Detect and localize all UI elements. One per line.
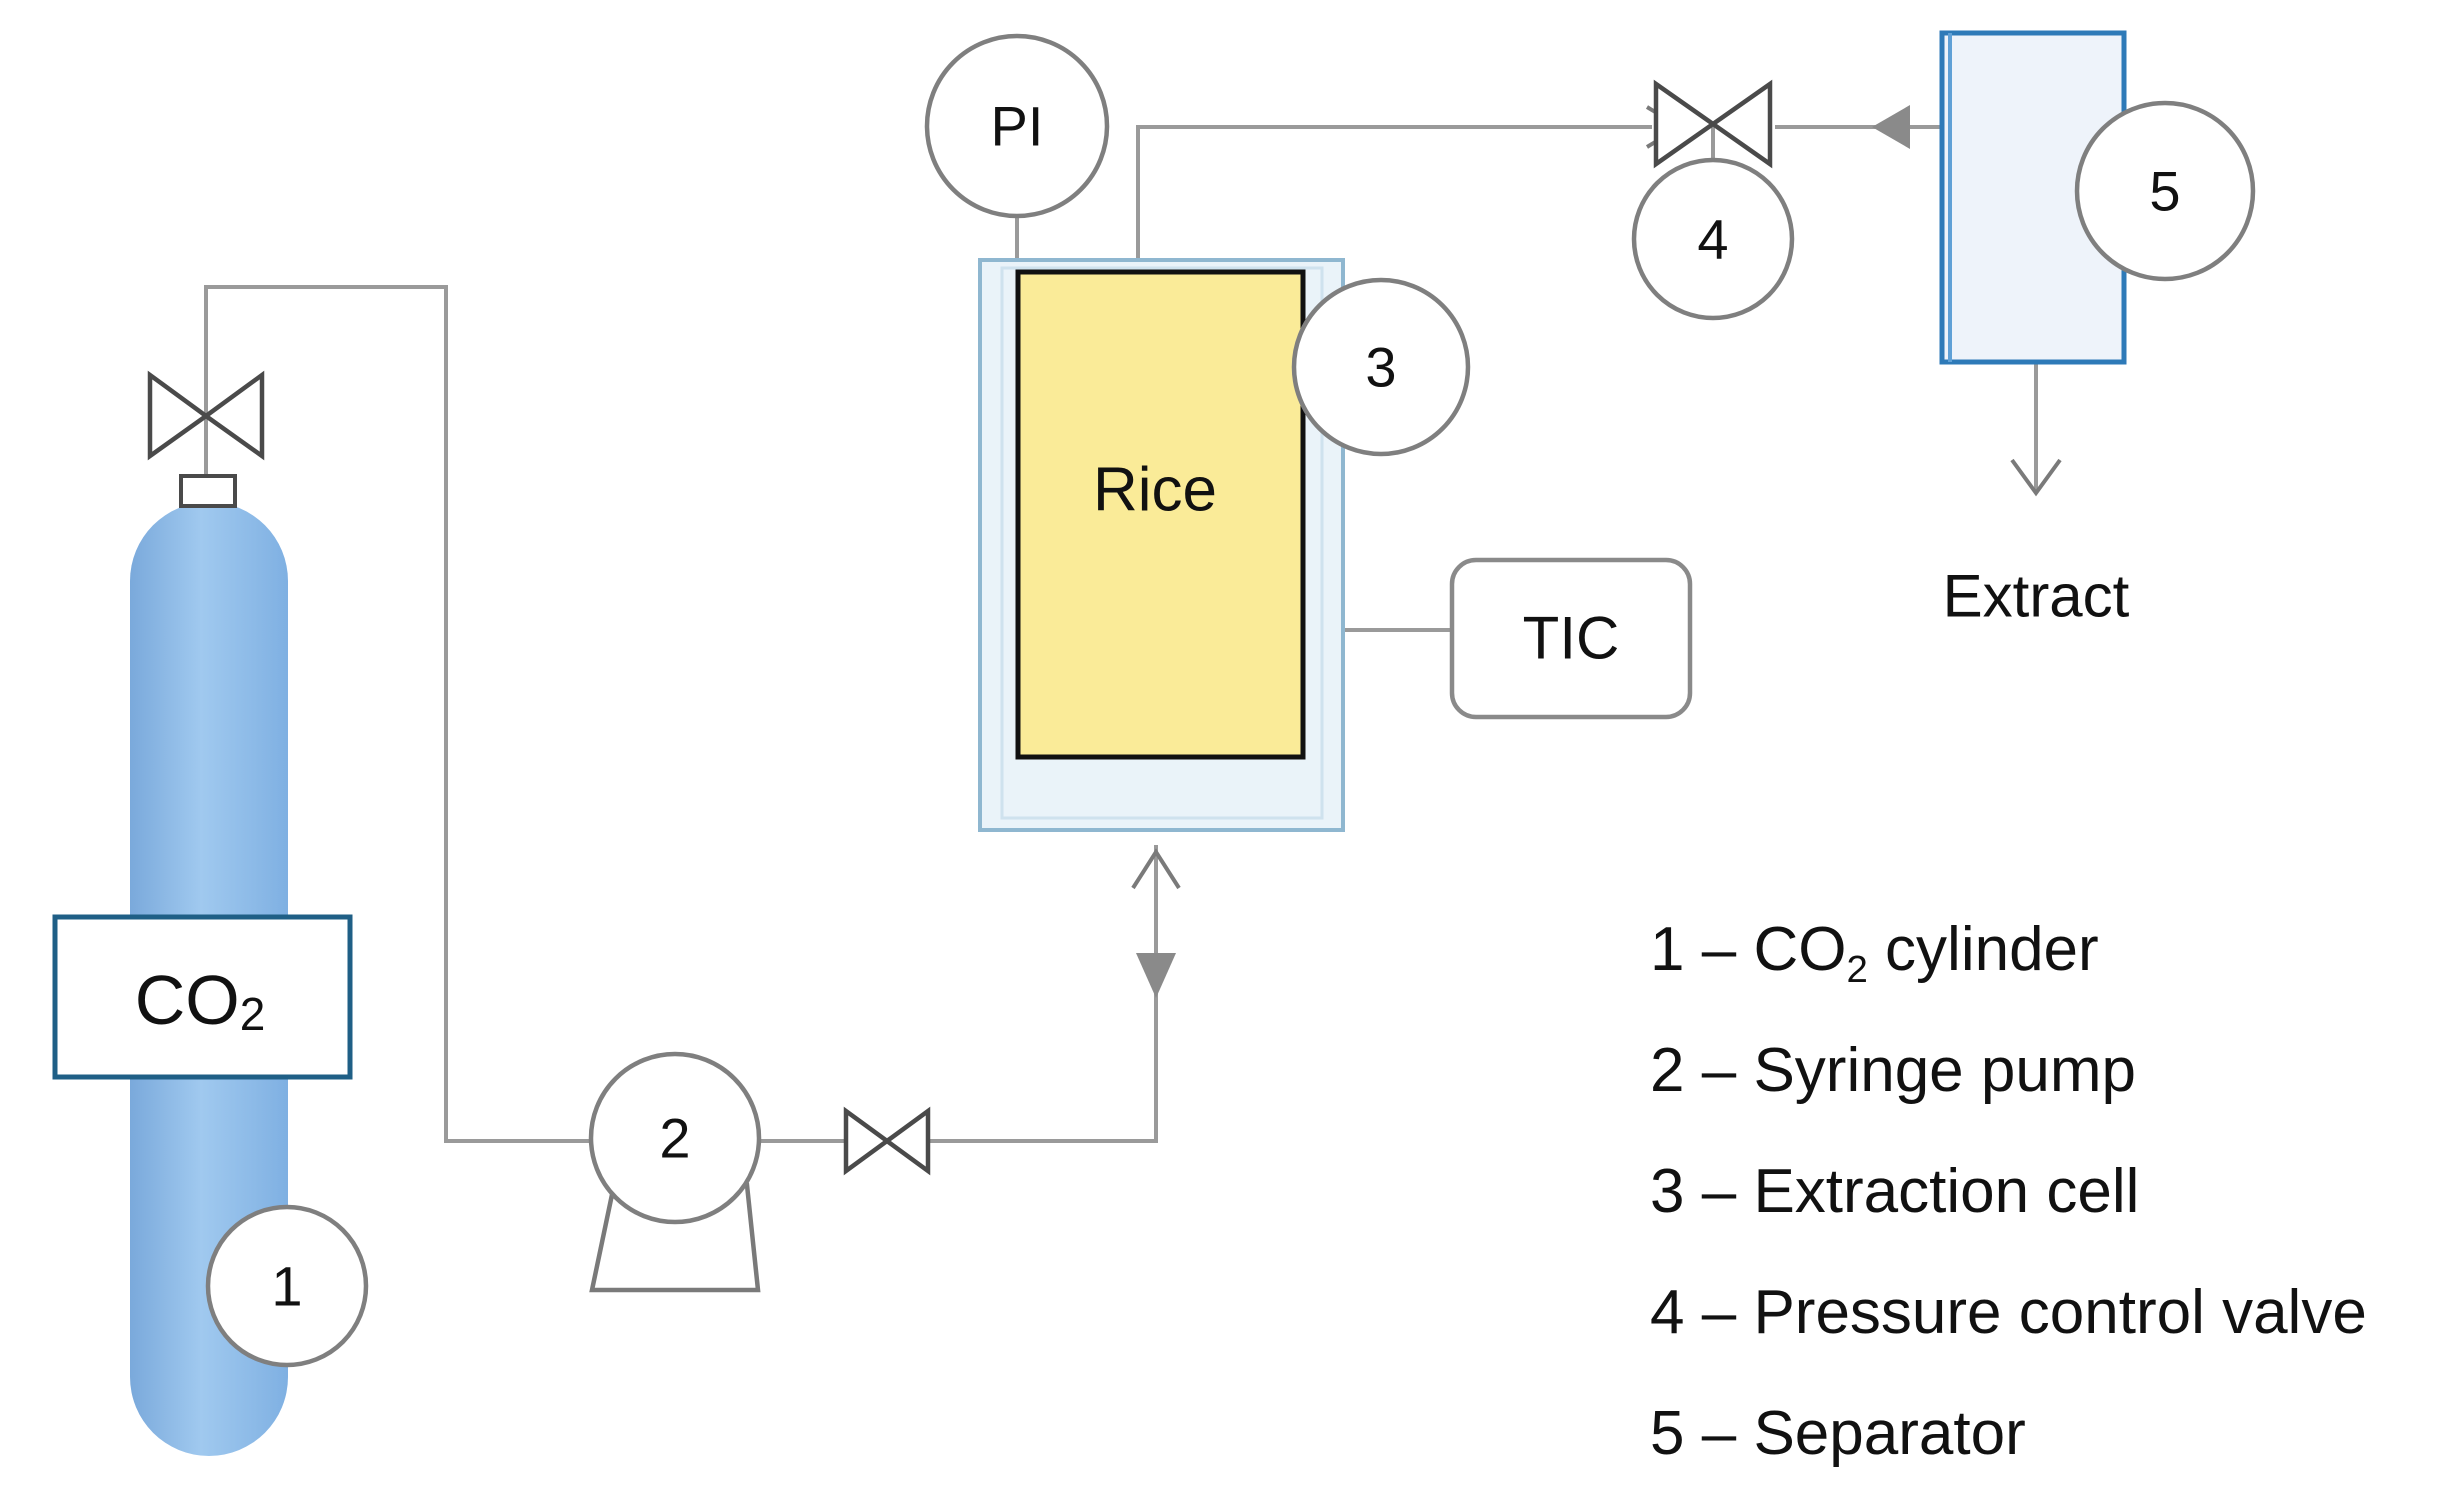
cylinder-label: CO2 (135, 961, 266, 1040)
extract-label: Extract (1943, 563, 2130, 630)
pump-tag-circle (588, 1051, 762, 1225)
syringe-pump[interactable]: 2 (588, 1051, 762, 1293)
rice-label: Rice (1093, 456, 1217, 525)
legend-text: Pressure control valve (1753, 1278, 2367, 1347)
cylinder-tag-circle (205, 1204, 369, 1368)
separator-tag: 5 (2149, 160, 2180, 223)
pressure-indicator-label: PI (991, 95, 1044, 158)
cell-jacket-inner (1000, 266, 1324, 820)
legend-dash: – (1701, 1399, 1737, 1468)
pipe-pump-to-cell (760, 845, 1158, 1143)
legend-text: CO (1753, 915, 1847, 984)
pump-outlet-valve-icon[interactable] (843, 1106, 931, 1176)
legend-dash: – (1701, 1157, 1737, 1226)
pressure-indicator-circle[interactable] (924, 33, 1110, 219)
separator-tag-circle (2074, 100, 2256, 282)
arrowhead-icon (2010, 458, 2062, 497)
pipe-cell-to-valve (1136, 125, 1652, 258)
legend: 1 – CO2 cylinder 2 – Syringe pump 3 – Ex… (1650, 900, 2440, 1480)
arrowhead-icon (1136, 953, 1176, 998)
legend-item-syringe-pump: 2 – Syringe pump (1650, 1021, 2440, 1142)
temperature-controller-box[interactable] (1449, 557, 1693, 720)
legend-text: Extraction cell (1753, 1157, 2140, 1226)
legend-item-co2-cylinder: 1 – CO2 cylinder (1650, 900, 2440, 1021)
legend-number: 2 (1650, 1036, 1685, 1105)
rice-bed (1015, 269, 1306, 760)
arrowhead-icon (1131, 848, 1181, 890)
cylinder-tag: 1 (271, 1255, 302, 1318)
legend-text: Syringe pump (1753, 1036, 2136, 1105)
legend-text: Separator (1753, 1399, 2026, 1468)
legend-item-extraction-cell: 3 – Extraction cell (1650, 1142, 2440, 1263)
pump-tag: 2 (659, 1107, 690, 1170)
legend-number: 5 (1650, 1399, 1685, 1468)
pressure-control-valve-icon[interactable] (1653, 79, 1773, 169)
valve-tag-circle (1631, 157, 1795, 321)
cell-tag-circle (1291, 277, 1471, 457)
cylinder-valve-icon[interactable] (147, 370, 265, 461)
legend-dash: – (1701, 1278, 1737, 1347)
cylinder-neck (179, 474, 237, 508)
temperature-controller-label: TIC (1523, 605, 1620, 672)
legend-number: 4 (1650, 1278, 1685, 1347)
legend-text-suffix: cylinder (1867, 915, 2099, 984)
arrowhead-icon (1872, 105, 1910, 149)
extraction-cell: Rice (978, 258, 1345, 832)
legend-dash: – (1701, 1036, 1737, 1105)
cylinder-label-box (52, 914, 353, 1080)
cell-tag: 3 (1365, 336, 1396, 399)
legend-item-pressure-control-valve: 4 – Pressure control valve (1650, 1263, 2440, 1384)
legend-dash: – (1701, 915, 1737, 984)
legend-number: 1 (1650, 915, 1685, 984)
legend-number: 3 (1650, 1157, 1685, 1226)
pipe-cylinder-to-pump (204, 285, 590, 1143)
legend-item-separator: 5 – Separator (1650, 1384, 2440, 1501)
valve-tag: 4 (1697, 208, 1728, 271)
legend-subscript: 2 (1846, 948, 1868, 992)
